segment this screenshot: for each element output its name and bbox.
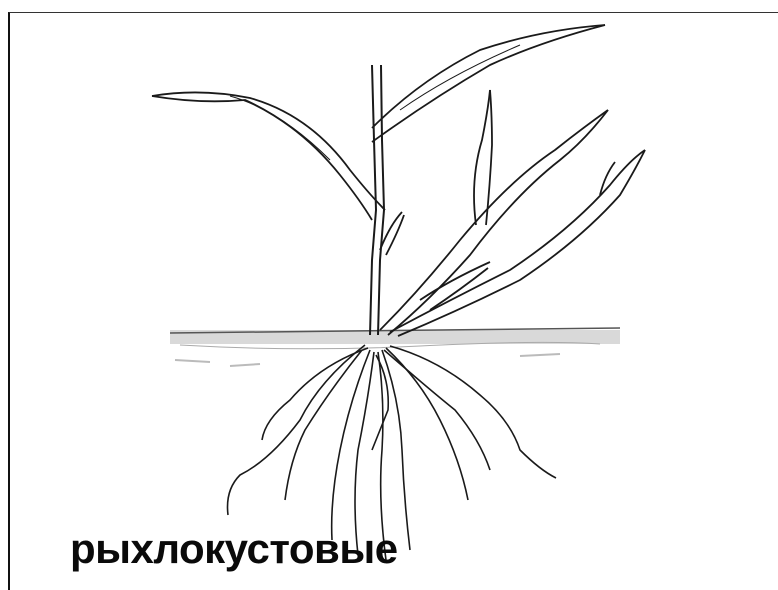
upper-right-leaf — [372, 25, 605, 142]
caption-text: рыхлокустовые — [70, 528, 398, 570]
main-stem — [370, 65, 384, 335]
left-leaf — [152, 92, 385, 220]
side-shoots — [380, 90, 645, 336]
